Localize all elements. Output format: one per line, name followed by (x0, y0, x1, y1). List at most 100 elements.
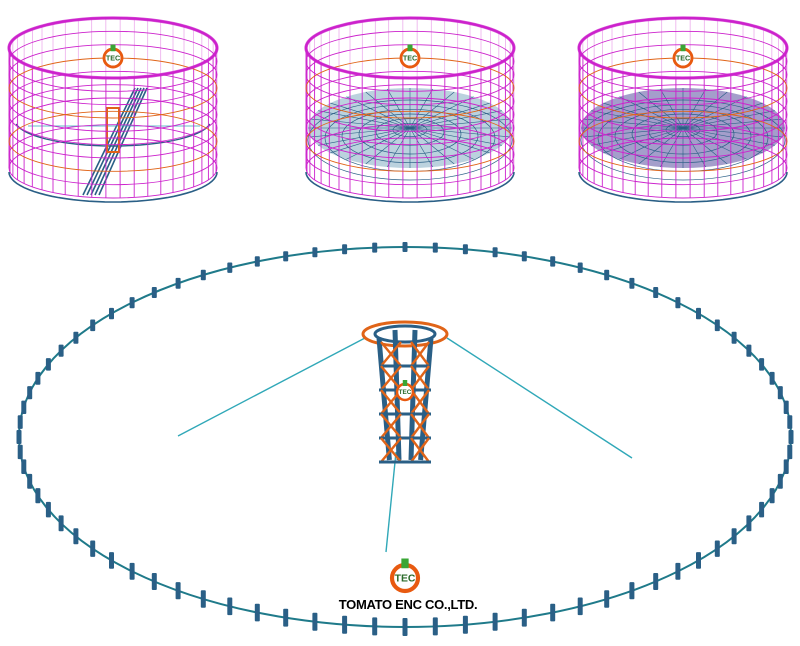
wall-girt (305, 97, 515, 159)
ring-column (21, 400, 27, 414)
ring-column (788, 430, 794, 444)
wall-girt (8, 30, 218, 92)
logo-abbr: TEC (676, 54, 690, 63)
ring-column (227, 597, 233, 616)
tension-cables (177, 337, 633, 553)
tower-brace (380, 413, 402, 439)
top-band (304, 16, 516, 80)
ring-column (35, 371, 41, 385)
ring-column (129, 297, 135, 309)
ring-column (759, 501, 765, 518)
wall-girt (578, 124, 788, 186)
wall-girt (305, 30, 515, 92)
roof-rafter (409, 88, 433, 129)
ring-column (746, 344, 752, 357)
ring-column (521, 251, 527, 262)
logo-leaf (680, 44, 686, 52)
ring-column (402, 618, 408, 636)
ring-column (787, 415, 793, 429)
tank-logo: TEC (672, 44, 694, 69)
tower (106, 107, 120, 153)
wall-girt (305, 124, 515, 186)
tank-wall (304, 16, 516, 203)
base-ring (305, 171, 515, 203)
tower-leg (418, 337, 434, 461)
logo-abbr: TEC (399, 389, 412, 396)
tower-brace (410, 437, 430, 463)
logo-abbr: TEC (106, 54, 120, 63)
ring-column (731, 331, 737, 344)
ring-column (492, 247, 498, 258)
ring-column (577, 262, 583, 273)
base-ring (578, 171, 788, 203)
tank-model-1: TEC (7, 16, 219, 203)
ring-column (90, 540, 96, 557)
logo-leaf (407, 44, 413, 52)
logos: TEC (389, 558, 421, 594)
ring-column (372, 242, 378, 253)
roof-rafter (682, 88, 706, 129)
tower-brace (410, 389, 430, 415)
wall-girt (578, 70, 788, 132)
roof-rafter (409, 127, 433, 168)
roof-girder (86, 87, 139, 196)
cable (177, 337, 366, 437)
tower-brace (410, 341, 430, 367)
logo-abbr: TEC (395, 574, 416, 585)
tank-roof-partial (15, 87, 211, 196)
logo-core (399, 386, 411, 398)
ring-column (731, 528, 737, 545)
top-band (577, 16, 789, 80)
cable (446, 337, 633, 459)
tank-logo: TEC (399, 44, 421, 69)
logo-core (395, 568, 415, 588)
tank-wall (577, 16, 789, 203)
roof-rafter (682, 127, 706, 168)
roof-rafter (660, 88, 684, 129)
roof-rafter (409, 127, 510, 138)
ring-column (151, 287, 157, 298)
company-logo: TEC (389, 558, 421, 594)
ring-column (696, 307, 701, 320)
tower-brace (380, 341, 402, 367)
ring-column (227, 262, 233, 273)
wall-girt (8, 97, 218, 159)
tower-brace (380, 365, 402, 391)
ring-column (73, 331, 79, 344)
ring-column (21, 459, 27, 474)
ring-column (777, 386, 783, 400)
logo-leaf (110, 44, 116, 52)
ring-column (629, 582, 635, 600)
tower-cap-inner (373, 324, 437, 344)
ring-column (783, 400, 789, 414)
roof-girder (90, 87, 142, 196)
ring-column (675, 297, 681, 309)
ring-column (492, 612, 498, 631)
ring-column (787, 444, 793, 460)
wall-girt (578, 30, 788, 92)
roof-rafter (682, 118, 783, 129)
ring-column (312, 247, 318, 258)
roof-rafter (583, 118, 684, 129)
ring-column (462, 615, 468, 634)
logo-core (106, 51, 120, 65)
logo-leaf (402, 380, 408, 386)
ring-column (129, 562, 135, 580)
tank-logo: TEC (102, 44, 124, 69)
top-band (7, 16, 219, 80)
wall-girt (578, 110, 788, 172)
logo-abbr: TEC (403, 54, 417, 63)
ring-column (254, 256, 260, 267)
ring-column (604, 590, 610, 608)
wall-girt (8, 84, 218, 146)
ring-column (402, 242, 408, 252)
ring-column (372, 617, 378, 636)
wall-girt (578, 97, 788, 159)
wall-girt (8, 137, 218, 199)
ring-column (283, 251, 289, 262)
ring-column (58, 515, 64, 532)
ring-column (783, 459, 789, 474)
ring-column (27, 386, 33, 400)
